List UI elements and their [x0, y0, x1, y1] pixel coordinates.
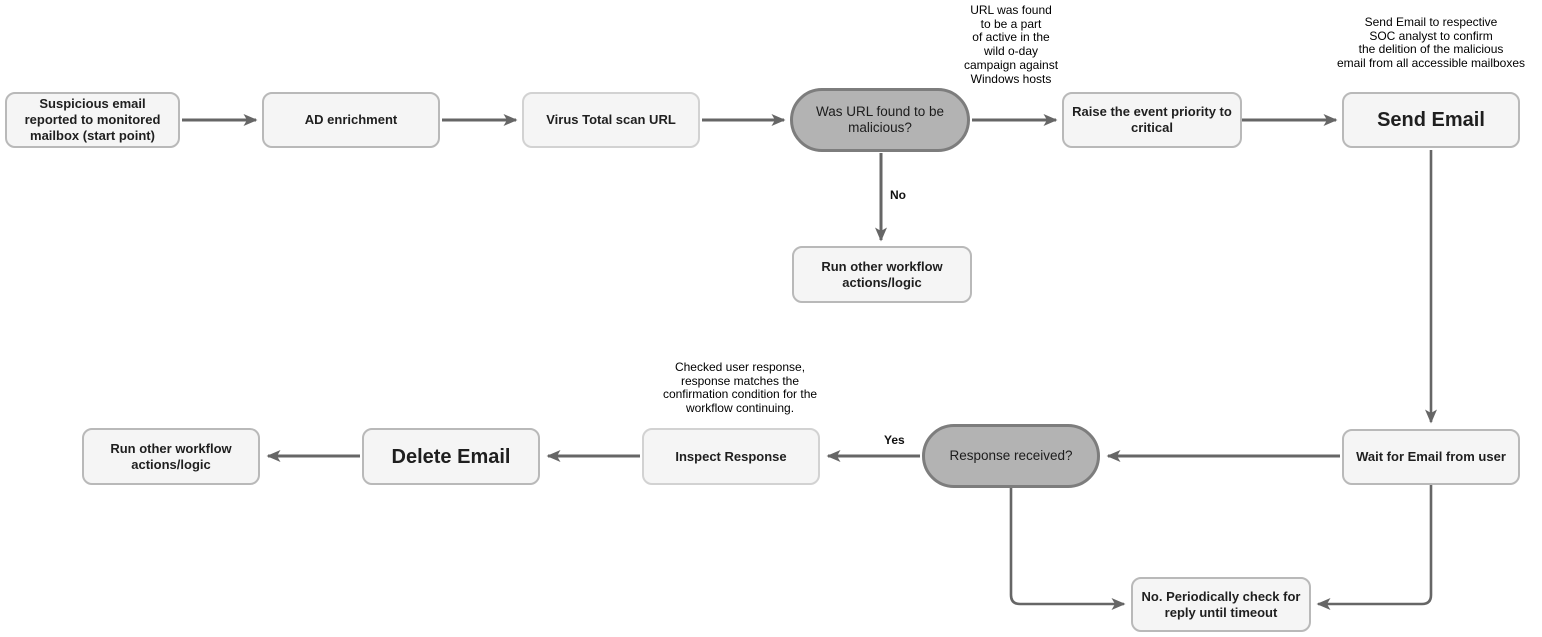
node-run-other-workflow-top[interactable]: Run other workflow actions/logic — [792, 246, 972, 303]
node-label: Was URL found to be malicious? — [815, 104, 945, 135]
node-run-other-workflow-bottom[interactable]: Run other workflow actions/logic — [82, 428, 260, 485]
node-suspicious-email-start[interactable]: Suspicious email reported to monitored m… — [5, 92, 180, 148]
node-wait-for-email[interactable]: Wait for Email from user — [1342, 429, 1520, 485]
node-decision-url-malicious[interactable]: Was URL found to be malicious? — [790, 88, 970, 152]
annotation-inspect-response: Checked user response, response matches … — [662, 360, 818, 416]
edge-response-received-to-periodic-check — [1009, 488, 1126, 610]
node-label: Inspect Response — [675, 448, 787, 464]
node-label: Raise the event priority to critical — [1072, 104, 1232, 135]
annotation-url-campaign: URL was found to be a part of active in … — [963, 3, 1059, 86]
edge-label-yes: Yes — [882, 433, 907, 447]
node-label: Response received? — [949, 448, 1073, 463]
node-label: Run other workflow actions/logic — [821, 258, 943, 290]
annotation-send-email: Send Email to respective SOC analyst to … — [1336, 15, 1526, 71]
node-virus-total-scan[interactable]: Virus Total scan URL — [522, 92, 700, 148]
node-label: Delete Email — [391, 445, 511, 468]
node-decision-response-received[interactable]: Response received? — [922, 424, 1100, 488]
node-delete-email[interactable]: Delete Email — [362, 428, 540, 485]
edge-wait-email-to-periodic-check — [1316, 485, 1433, 610]
node-label: Suspicious email reported to monitored m… — [24, 96, 161, 143]
node-label: Send Email — [1377, 109, 1485, 131]
node-label: Run other workflow actions/logic — [110, 440, 232, 472]
node-raise-priority[interactable]: Raise the event priority to critical — [1062, 92, 1242, 148]
node-label: AD enrichment — [304, 112, 398, 127]
node-ad-enrichment[interactable]: AD enrichment — [262, 92, 440, 148]
node-label: Wait for Email from user — [1356, 449, 1506, 464]
node-label: No. Periodically check for reply until t… — [1141, 588, 1301, 620]
edge-label-no: No — [888, 188, 908, 202]
node-periodic-check[interactable]: No. Periodically check for reply until t… — [1131, 577, 1311, 632]
node-inspect-response[interactable]: Inspect Response — [642, 428, 820, 485]
node-send-email[interactable]: Send Email — [1342, 92, 1520, 148]
node-label: Virus Total scan URL — [546, 112, 676, 127]
